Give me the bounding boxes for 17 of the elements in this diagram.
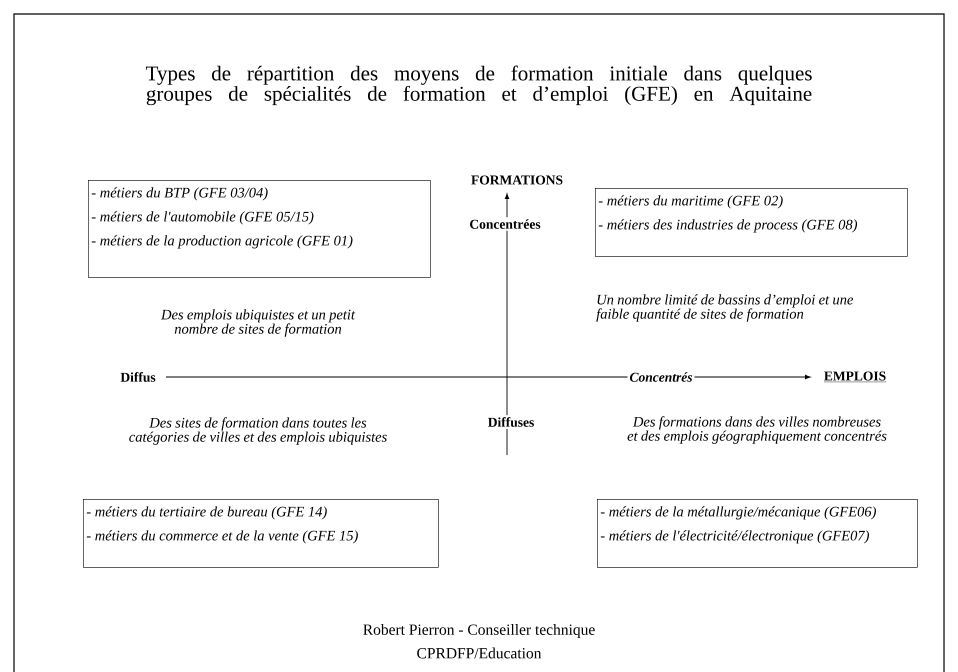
quadrant-description: Des sites de formation dans toutes les catégories de villes et des emplois ubiquistes: [129, 417, 387, 445]
axis-label: Concentrés: [628, 370, 695, 384]
axis-label: FORMATIONS: [469, 173, 565, 187]
axis-label: Diffus: [118, 370, 158, 384]
axis-label: Concentrées: [467, 217, 543, 231]
quadrant-description: Des emplois ubiquistes et un petit nombre de sites de formation: [160, 309, 356, 337]
footer-text: Robert Pierron - Conseiller technique: [363, 624, 595, 638]
list-box: - métiers du maritime (GFE 02) - métiers des industries de process (GFE 08): [595, 188, 908, 257]
list-box: - métiers de la métallurgie/mécanique (GFE06) - métiers de l'électricité/électronique (GFE07): [597, 499, 918, 568]
list-box: - métiers du tertiaire de bureau (GFE 14) - métiers du commerce et de la vente (GFE 15): [83, 499, 439, 568]
title: Types de répartition des moyens de formation initiale dans quelques groupes de spécialités de formation et d’emploi (GFE) en Aquitaine: [146, 66, 812, 106]
axis-label: Diffuses: [486, 415, 536, 429]
list-box: - métiers du BTP (GFE 03/04) - métiers de l'automobile (GFE 05/15) - métiers de la production agricole (GFE 01): [88, 180, 431, 278]
footer-text: CPRDFP/Education: [417, 648, 542, 658]
axis-label: EMPLOIS: [822, 369, 888, 385]
quadrant-description: Un nombre limité de bassins d’emploi et une faible quantité de sites de formation: [596, 294, 854, 322]
quadrant-description: Des formations dans des villes nombreuses et des emplois géographiquement concentrés: [628, 416, 886, 444]
